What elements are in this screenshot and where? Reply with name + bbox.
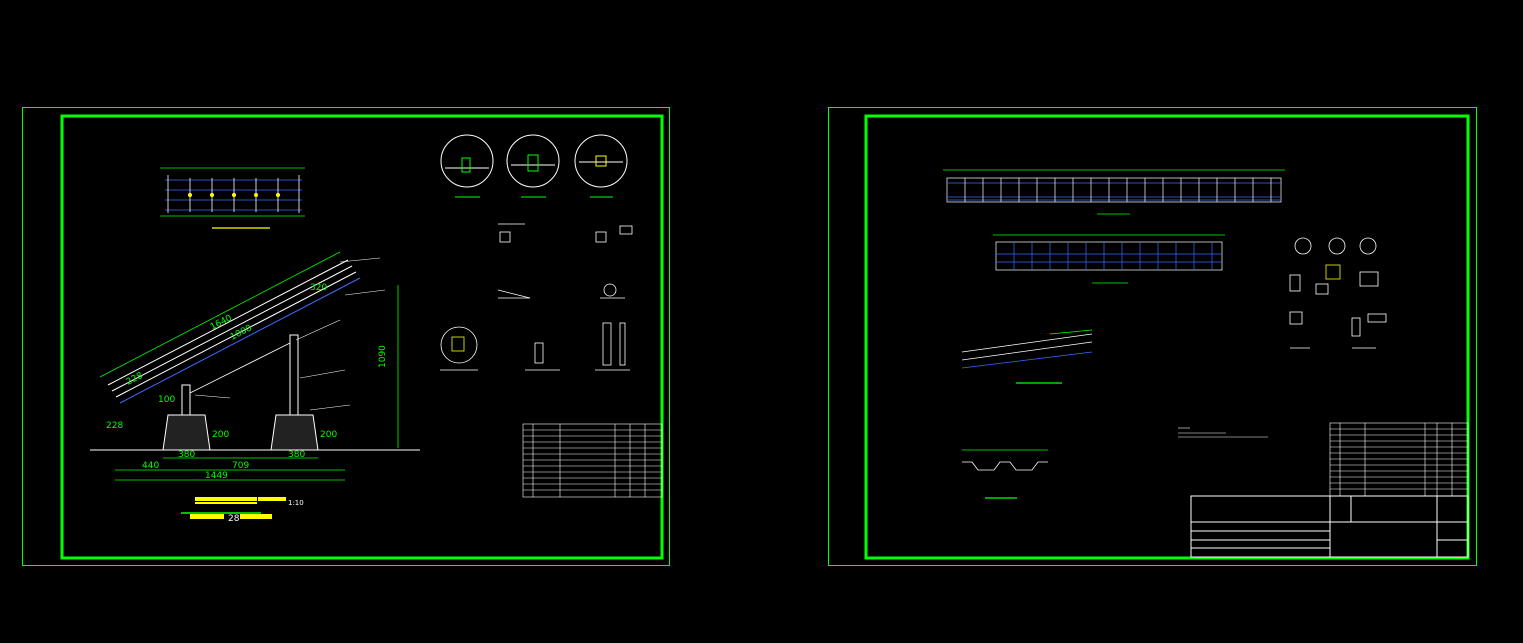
sheet-1-material-table <box>522 423 663 498</box>
dim-440: 440 <box>142 461 159 471</box>
dim-320: 320 <box>310 283 327 293</box>
small-details <box>440 223 633 371</box>
sheet-2-section <box>961 329 1093 384</box>
sheet-1-inner-border <box>60 114 664 560</box>
rear-footing <box>270 414 319 451</box>
dim-380-front: 380 <box>178 450 195 460</box>
dim-100: 100 <box>158 395 175 405</box>
sheet-2-profile <box>962 449 1048 499</box>
sheet-2-title-block <box>1190 495 1469 558</box>
dim-200-front: 200 <box>212 430 229 440</box>
array-plan-long <box>943 169 1285 215</box>
sheet-1-outer-border <box>22 107 670 566</box>
sheet-2-material-table <box>1329 422 1469 497</box>
front-footing <box>162 414 211 451</box>
detail-circles <box>440 134 628 198</box>
array-plan-short <box>993 234 1225 284</box>
dim-380-rear: 380 <box>288 450 305 460</box>
dim-228-side: 228 <box>106 421 123 431</box>
sheet-2-details <box>1289 237 1387 349</box>
sheet-2-notes <box>1178 427 1268 438</box>
panel-top-line <box>107 259 349 386</box>
title-scale: 1:10 <box>288 499 304 507</box>
note-number: 28 <box>228 514 240 524</box>
dim-709: 709 <box>232 461 249 471</box>
dim-200-rear: 200 <box>320 430 337 440</box>
dim-1449: 1449 <box>205 471 228 481</box>
dim-1090: 1090 <box>378 345 388 368</box>
sheet-2-outer-border <box>828 107 1477 566</box>
sheet-1: 320 1640 1000 1090 228 228 100 200 200 3… <box>22 107 670 566</box>
sheet-2-inner-border <box>864 114 1470 560</box>
plan-view-top <box>160 167 305 229</box>
dimension-labels: 320 1640 1000 1090 228 228 100 200 200 3… <box>106 283 388 481</box>
sheet-1-title: 1:10 28 <box>181 497 304 524</box>
elevation-view <box>90 251 420 481</box>
sheet-2 <box>828 107 1477 566</box>
